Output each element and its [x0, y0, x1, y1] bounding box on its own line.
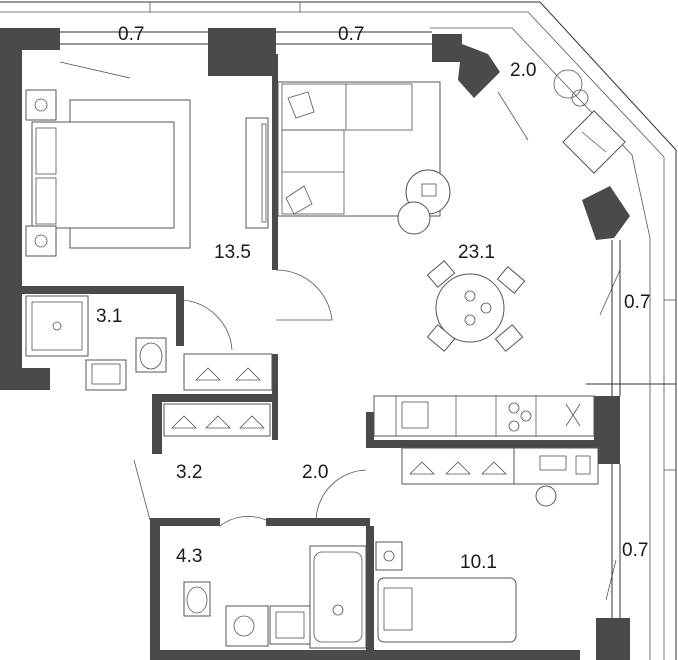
walls — [0, 28, 630, 660]
balcony-labels: 0.7 0.7 2.0 0.7 0.7 — [118, 24, 650, 561]
wardrobe-bedroom-second — [401, 447, 515, 485]
hall-area: 3.2 — [176, 462, 202, 483]
bed-double — [25, 89, 191, 257]
bed-single — [375, 541, 517, 643]
windows — [60, 31, 676, 618]
kitchen-counter — [373, 395, 595, 437]
bathroom-fixtures — [183, 545, 367, 649]
wardrobe-lower — [163, 403, 271, 437]
dining-set — [426, 260, 526, 352]
balcony-corner-area: 2.0 — [510, 60, 536, 81]
corridor-area: 2.0 — [302, 462, 328, 483]
living-room-area: 23.1 — [458, 242, 495, 263]
tv-stand — [245, 117, 269, 229]
bathroom-small-fixtures — [25, 295, 167, 391]
door-swings — [133, 269, 367, 527]
desk — [513, 447, 599, 507]
balcony-left-area: 0.7 — [118, 24, 144, 45]
wardrobe-upper — [183, 353, 273, 391]
coffee-tables — [397, 169, 451, 235]
bedroom-main-area: 13.5 — [214, 242, 251, 263]
bathroom-small-area: 3.1 — [96, 306, 122, 327]
bedroom-second-area: 10.1 — [460, 552, 497, 573]
balcony-center-area: 0.7 — [338, 24, 364, 45]
balcony-right-lower-area: 0.7 — [622, 540, 648, 561]
room-labels: 13.5 23.1 3.1 3.2 2.0 4.3 10.1 — [96, 242, 497, 573]
balcony-right-upper-area: 0.7 — [624, 292, 650, 313]
balcony-chair-plant — [553, 69, 626, 174]
bathroom-area: 4.3 — [176, 546, 202, 567]
